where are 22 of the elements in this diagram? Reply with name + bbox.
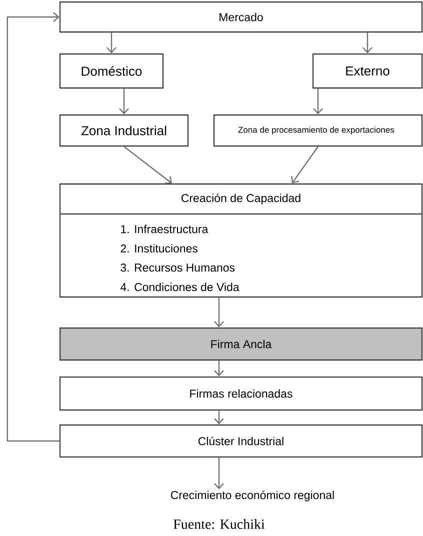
process-box: Doméstico bbox=[59, 53, 164, 89]
process-box: Clúster Industrial bbox=[59, 424, 423, 458]
arrow bbox=[106, 32, 116, 54]
outcome-text: Crecimiento económico regional bbox=[170, 490, 334, 502]
arrow bbox=[124, 146, 172, 184]
process-box: Zona Industrial bbox=[59, 114, 189, 147]
arrow bbox=[214, 458, 224, 490]
caption: Fuente: Kuchiki bbox=[174, 519, 265, 529]
arrow bbox=[214, 360, 224, 376]
list-box: Creación de Capacidad 1. Infraestructura 2. Instituciones 3. Recursos Humanos 4. Condiciones de Vida bbox=[59, 183, 423, 298]
process-box: Zona de procesamiento de exportaciones bbox=[213, 114, 423, 147]
process-box: Firmas relacionadas bbox=[59, 376, 423, 411]
highlighted-box: Firma Ancla bbox=[59, 327, 423, 361]
process-box: Mercado bbox=[59, 1, 423, 33]
arrow bbox=[291, 146, 318, 184]
arrow bbox=[214, 410, 224, 424]
arrow bbox=[362, 32, 372, 54]
arrow bbox=[119, 88, 129, 114]
arrow bbox=[313, 88, 323, 114]
process-box: Externo bbox=[312, 53, 423, 89]
arrow bbox=[214, 298, 224, 328]
arrow bbox=[6, 12, 60, 442]
